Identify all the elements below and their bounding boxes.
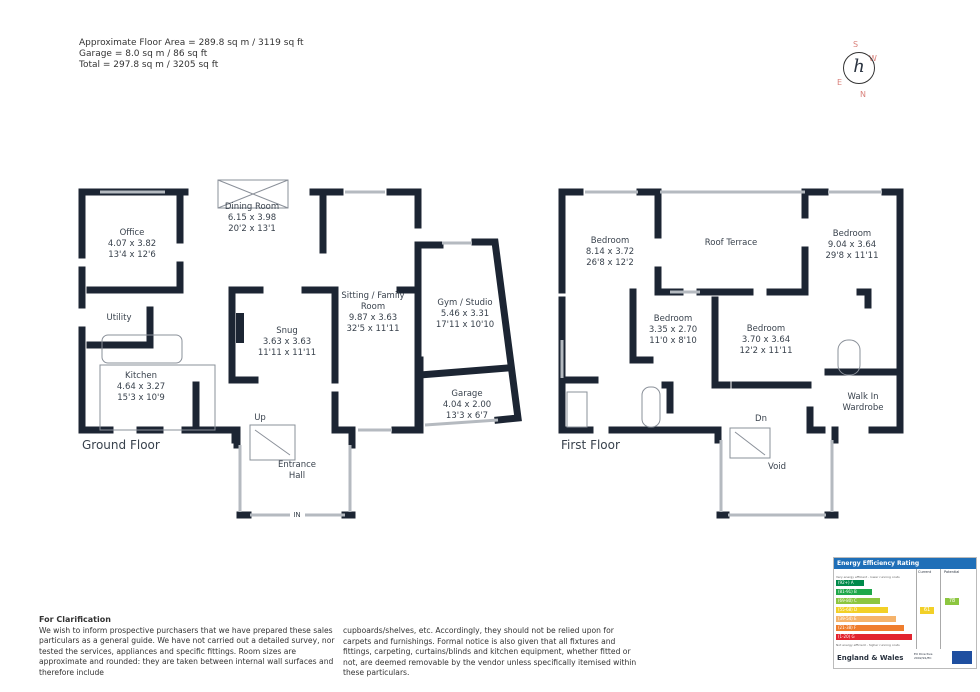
room-metric: 6.15 x 3.98 — [227, 213, 277, 223]
room-metric: 5.46 x 3.31 — [440, 309, 490, 319]
room-imperial: 15'3 x 10'9 — [117, 393, 165, 403]
room-imperial: 17'11 x 10'10 — [435, 320, 495, 330]
room-name: Entrance Hall — [277, 460, 317, 481]
room-name: Walk In Wardrobe — [842, 392, 884, 413]
room-metric: 9.04 x 3.64 — [827, 240, 877, 250]
room-name: Bedroom — [653, 314, 693, 324]
ground-floor-fixtures — [99, 179, 296, 461]
room-office: Office 4.07 x 3.82 13'4 x 12'6 — [108, 228, 156, 261]
room-garage: Garage 4.04 x 2.00 13'3 x 6'7 — [443, 389, 491, 422]
compass-s: S — [853, 40, 859, 49]
room-roof-terrace: Roof Terrace — [705, 238, 758, 249]
room-metric: 4.04 x 2.00 — [442, 400, 492, 410]
room-bedroom-3: Bedroom 3.35 x 2.70 11'0 x 8'10 — [649, 314, 697, 347]
room-gym-studio: Gym / Studio 5.46 x 3.31 17'11 x 10'10 — [436, 298, 494, 331]
room-dining: Dining Room 6.15 x 3.98 20'2 x 13'1 — [225, 202, 279, 235]
first-floor-fixtures — [566, 339, 861, 459]
eu-flag-icon — [952, 651, 972, 664]
room-name: Roof Terrace — [704, 238, 758, 248]
room-name: Void — [767, 462, 787, 472]
epc-band-b: (81-91) B — [836, 589, 872, 595]
floor-area-summary: Approximate Floor Area = 289.8 sq m / 31… — [79, 38, 304, 71]
approx-floor-area: Approximate Floor Area = 289.8 sq m / 31… — [79, 38, 304, 48]
room-metric: 4.07 x 3.82 — [107, 239, 157, 249]
first-floor-walls — [558, 188, 904, 519]
room-name: Dining Room — [224, 202, 280, 212]
epc-current-header: Current — [918, 570, 932, 574]
room-name: Gym / Studio — [437, 298, 493, 308]
epc-band-d: (55-68) D — [836, 607, 888, 613]
room-name: Office — [119, 228, 145, 238]
epc-top-note: Very energy efficient - lower running co… — [836, 575, 900, 579]
room-metric: 4.64 x 3.27 — [116, 382, 166, 392]
compass-logo: S W E N h — [837, 40, 883, 99]
clarification-col-1: For Clarification We wish to inform pros… — [39, 615, 339, 678]
ground-floor-label: Ground Floor — [82, 438, 160, 452]
room-metric: 3.63 x 3.63 — [262, 337, 312, 347]
room-name: Bedroom — [832, 229, 872, 239]
garage-area: Garage = 8.0 sq m / 86 sq ft — [79, 49, 208, 59]
epc-directive: EU Directive 2002/91/EC — [914, 652, 933, 660]
room-metric: 9.87 x 3.63 — [348, 313, 398, 323]
room-imperial: 29'8 x 11'11 — [825, 251, 879, 261]
room-imperial: 12'2 x 11'11 — [739, 346, 793, 356]
epc-current-rating: 61 — [920, 606, 934, 614]
room-name: Bedroom — [590, 236, 630, 246]
room-bedroom-4: Bedroom 3.70 x 3.64 12'2 x 11'11 — [740, 324, 793, 357]
compass-n: N — [860, 90, 866, 99]
ground-floor-walls — [78, 188, 522, 519]
room-imperial: 13'3 x 6'7 — [445, 411, 489, 421]
epc-band-g: (1-20) G — [836, 634, 912, 640]
room-void: Void — [768, 462, 786, 473]
room-name: Kitchen — [125, 371, 157, 381]
room-name: Bedroom — [746, 324, 786, 334]
epc-region: England & Wales — [837, 654, 904, 662]
epc-band-e: (39-54) E — [836, 616, 896, 622]
epc-potential-rating: 78 — [945, 597, 959, 605]
room-sitting-family: Sitting / Family Room 9.87 x 3.63 32'5 x… — [338, 291, 408, 335]
epc-band-c: (69-80) C — [836, 598, 880, 604]
room-metric: 3.35 x 2.70 — [648, 325, 698, 335]
entrance-in-label: IN — [293, 511, 301, 519]
room-imperial: 20'2 x 13'1 — [228, 224, 276, 234]
ground-floor-windows — [100, 190, 499, 517]
room-bedroom-1: Bedroom 8.14 x 3.72 26'8 x 12'2 — [586, 236, 634, 269]
room-snug: Snug 3.63 x 3.63 11'11 x 11'11 — [258, 326, 316, 359]
clarification-text-2: cupboards/shelves, etc. Accordingly, the… — [343, 626, 637, 677]
room-imperial: 32'5 x 11'11 — [346, 324, 400, 334]
total-area: Total = 297.8 sq m / 3205 sq ft — [79, 60, 219, 70]
room-imperial: 11'11 x 11'11 — [257, 348, 317, 358]
logo-h-icon: h — [843, 52, 875, 84]
room-entrance-hall: Entrance Hall — [277, 460, 317, 482]
clarification-text-1: We wish to inform prospective purchasers… — [39, 625, 335, 677]
epc-band-f: (21-38) F — [836, 625, 904, 631]
room-imperial: 13'4 x 12'6 — [108, 250, 156, 260]
compass-e: E — [837, 78, 843, 87]
epc-title: Energy Efficiency Rating — [834, 558, 976, 569]
room-walk-in-wardrobe: Walk In Wardrobe — [837, 392, 889, 414]
clarification-title: For Clarification — [39, 615, 111, 624]
room-kitchen: Kitchen 4.64 x 3.27 15'3 x 10'9 — [117, 371, 165, 404]
room-name: Garage — [451, 389, 483, 399]
epc-band-a: (92+) A — [836, 580, 864, 586]
epc-potential-header: Potential — [944, 570, 960, 574]
room-metric: 8.14 x 3.72 — [585, 247, 635, 257]
room-name: Sitting / Family Room — [341, 291, 405, 312]
epc-bottom-note: Not energy efficient - higher running co… — [836, 643, 900, 647]
room-name: Utility — [106, 313, 132, 323]
room-metric: 3.70 x 3.64 — [741, 335, 791, 345]
epc-chart: Energy Efficiency Rating Current Potenti… — [833, 557, 977, 669]
room-imperial: 11'0 x 8'10 — [649, 336, 697, 346]
first-floor-label: First Floor — [561, 438, 620, 452]
compass-w: W — [869, 54, 877, 63]
room-bedroom-2: Bedroom 9.04 x 3.64 29'8 x 11'11 — [826, 229, 879, 262]
stairs-up-label: Up — [254, 413, 266, 423]
first-floor-windows — [560, 190, 882, 517]
room-utility: Utility — [106, 313, 131, 324]
stairs-down-label: Dn — [755, 414, 767, 424]
room-imperial: 26'8 x 12'2 — [586, 258, 634, 268]
room-name: Snug — [276, 326, 298, 336]
